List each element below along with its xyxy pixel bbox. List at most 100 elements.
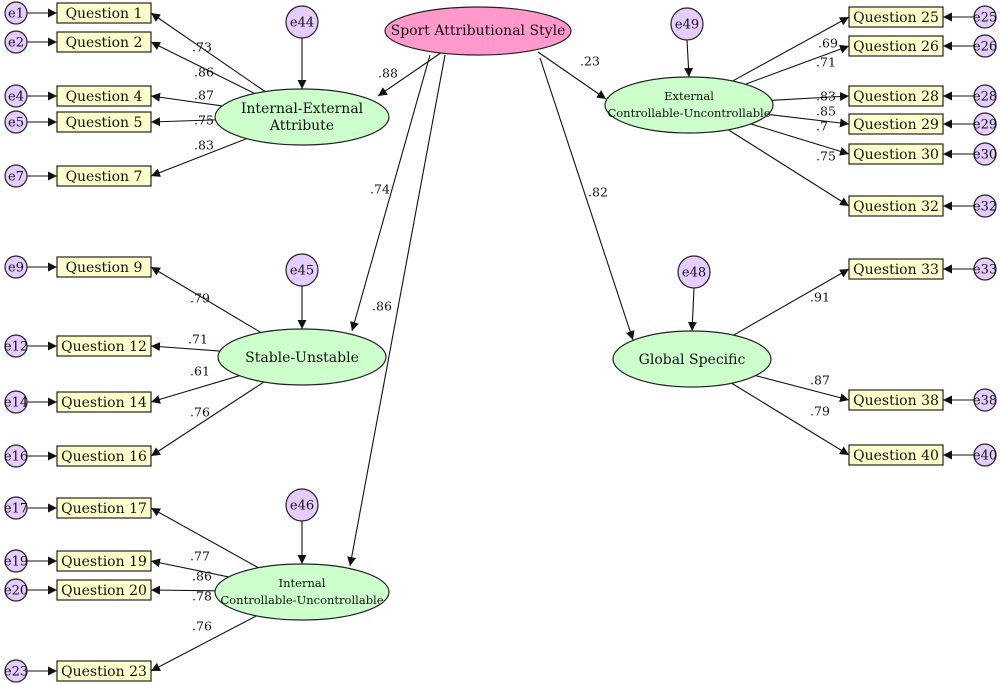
error-circle-e23 (4, 659, 28, 683)
indicator-label-q23: Question 23 (61, 664, 147, 680)
latent-label-icu-line1: Internal (279, 576, 326, 590)
latent-label-ie-line2: Attribute (269, 118, 334, 134)
error-label-e33: e33 (973, 263, 997, 278)
indicator-label-q38: Question 38 (853, 393, 939, 409)
loading-arrow-q12 (150, 342, 220, 352)
indicator-label-q14: Question 14 (61, 395, 147, 411)
error-circle-e29 (973, 112, 997, 136)
error-circle-e25 (973, 5, 997, 29)
loading-arrow-q17 (150, 507, 259, 569)
loading-arrow-q26 (745, 44, 850, 85)
latent-label-su: Stable-Unstable (245, 350, 359, 366)
loading-arrow-q20 (150, 585, 216, 595)
latent-ellipse-icu (214, 563, 390, 621)
indicator-label-q19: Question 19 (61, 554, 147, 570)
indicator-box-q40 (848, 444, 944, 466)
indicator-label-q32: Question 32 (853, 199, 939, 215)
indicator-label-q33: Question 33 (853, 262, 939, 278)
error-label-e26: e26 (973, 40, 997, 55)
disturbance-label-e49: e49 (675, 18, 699, 33)
indicator-box-q17 (56, 497, 152, 519)
loading-arrow-q40 (731, 382, 850, 456)
error-circle-e9 (4, 255, 28, 279)
disturbance-arrow-e49 (684, 39, 694, 78)
loading-coef-q5: .75 (194, 113, 214, 128)
disturbance-label-e44: e44 (290, 16, 314, 31)
error-circle-e2 (4, 30, 28, 54)
loading-coef-q19: .86 (192, 569, 212, 584)
loading-coef-q20: .78 (192, 589, 212, 604)
latent-label-gs: Global Specific (639, 352, 746, 368)
loading-coef-q26: .71 (816, 55, 836, 70)
error-label-e38: e38 (973, 394, 997, 409)
indicator-box-q19 (56, 550, 152, 572)
error-label-e29: e29 (973, 118, 997, 133)
indicator-label-q20: Question 20 (61, 583, 147, 599)
latent-label-ie-line1: Internal-External (241, 101, 364, 117)
loading-arrow-q1 (150, 12, 266, 93)
error-label-e9: e9 (8, 261, 24, 276)
indicator-box-q2 (56, 31, 152, 53)
error-label-e12: e12 (4, 340, 28, 355)
error-circle-e14 (4, 390, 28, 414)
indicator-label-q4: Question 4 (66, 89, 143, 105)
loading-coef-q38: .87 (810, 373, 830, 388)
error-circle-e19 (4, 549, 28, 573)
indicator-box-q1 (56, 2, 152, 24)
error-label-e17: e17 (4, 502, 28, 517)
indicator-label-q2: Question 2 (66, 35, 143, 51)
disturbance-circle-e45 (285, 253, 319, 287)
disturbance-label-e45: e45 (290, 264, 314, 279)
error-circle-e20 (4, 578, 28, 602)
loading-arrow-q25 (732, 16, 850, 82)
latent-label-ecu-line1: External (664, 89, 714, 103)
latent-label-ecu-line2: Controllable-Uncontrollable (607, 106, 770, 120)
loading-coef-q28: .83 (816, 89, 836, 104)
loading-arrow-q28 (771, 92, 850, 101)
loading-arrow-q4 (150, 92, 223, 107)
disturbance-circle-e49 (670, 7, 704, 41)
loading-coef-q40: .79 (810, 404, 830, 419)
indicator-box-q28 (848, 85, 944, 107)
indicator-box-q25 (848, 6, 944, 28)
disturbance-circle-e44 (285, 5, 319, 39)
loading-coef-q33: .91 (810, 290, 830, 305)
indicator-box-q38 (848, 389, 944, 411)
loading-arrow-q16 (150, 381, 265, 457)
path-coef-ecu: .23 (580, 54, 600, 69)
indicator-box-q20 (56, 579, 152, 601)
error-label-e32: e32 (973, 200, 997, 215)
error-circle-e32 (973, 194, 997, 218)
error-circle-e12 (4, 334, 28, 358)
error-label-e25: e25 (973, 11, 997, 26)
error-label-e7: e7 (8, 170, 24, 185)
loading-coef-q32: .75 (816, 149, 836, 164)
latent-ellipse-su (217, 328, 387, 386)
indicator-box-q30 (848, 143, 944, 165)
path-coef-su: .74 (370, 182, 390, 197)
disturbance-label-e46: e46 (290, 499, 314, 514)
loading-arrow-q2 (150, 41, 255, 94)
error-label-e40: e40 (973, 449, 997, 464)
loading-coef-q4: .87 (194, 88, 214, 103)
disturbance-circle-e48 (677, 255, 711, 289)
indicator-label-q25: Question 25 (853, 10, 939, 26)
indicator-box-q26 (848, 35, 944, 57)
loading-coef-q29: .85 (816, 104, 836, 119)
error-circle-e1 (4, 1, 28, 25)
indicator-box-q33 (848, 258, 944, 280)
error-circle-e30 (973, 142, 997, 166)
latent-ellipse-ecu (604, 76, 774, 134)
loading-arrow-q23 (150, 615, 257, 672)
error-circle-e40 (973, 443, 997, 467)
indicator-box-q7 (56, 165, 152, 187)
error-label-e16: e16 (4, 450, 28, 465)
loading-arrow-q32 (727, 129, 850, 207)
loading-coef-q2: .86 (194, 65, 214, 80)
error-circle-e28 (973, 84, 997, 108)
latent-label-icu-line2: Controllable-Uncontrollable (220, 593, 383, 607)
loading-arrow-q14 (150, 375, 240, 404)
error-label-e19: e19 (4, 555, 28, 570)
disturbance-circle-e46 (285, 488, 319, 522)
indicator-box-q29 (848, 113, 944, 135)
